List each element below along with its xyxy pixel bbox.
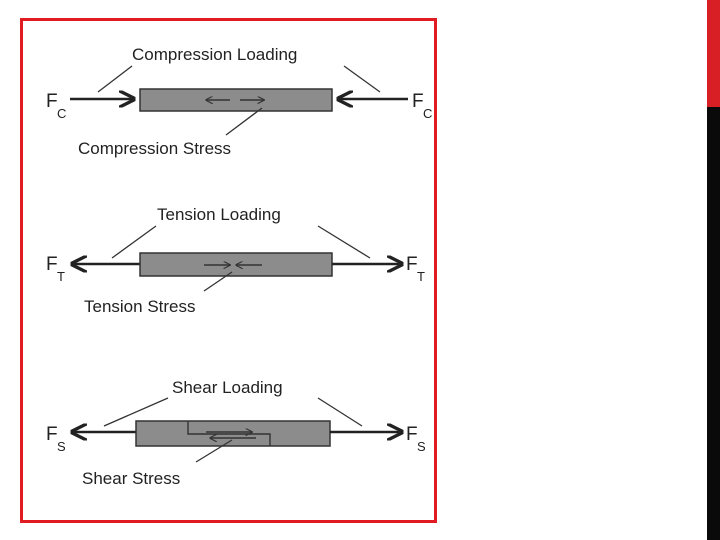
compression-force-left-label: F bbox=[46, 91, 58, 112]
compression-panel: Compression Loading F C F C Compression … bbox=[46, 45, 432, 158]
tension-loading-leader-right bbox=[317, 225, 371, 259]
tension-panel: Tension Loading F T F T Tension Stress bbox=[46, 205, 425, 316]
shear-slip-plane bbox=[187, 421, 271, 446]
compression-stress-label: Compression Stress bbox=[78, 139, 231, 158]
tension-force-left-label: F bbox=[46, 254, 58, 275]
compression-stress-leader bbox=[225, 107, 263, 136]
tension-force-right-subscript: T bbox=[417, 269, 425, 284]
shear-force-right-label: F bbox=[406, 424, 418, 445]
tension-loading-label: Tension Loading bbox=[157, 205, 281, 224]
compression-loading-leader-left bbox=[97, 65, 133, 93]
shear-loading-label: Shear Loading bbox=[172, 378, 283, 397]
shear-loading-leader-right bbox=[317, 397, 363, 427]
shear-panel: Shear Loading F S F S Shear Stress bbox=[46, 378, 426, 488]
shear-loading-leader-left bbox=[103, 397, 169, 427]
tension-force-right-label: F bbox=[406, 254, 418, 275]
compression-force-right-label: F bbox=[412, 91, 424, 112]
shear-stress-label: Shear Stress bbox=[82, 469, 180, 488]
compression-force-right-subscript: C bbox=[423, 106, 432, 121]
side-accent-black bbox=[707, 107, 720, 540]
shear-force-left-subscript: S bbox=[57, 439, 66, 454]
compression-loading-label: Compression Loading bbox=[132, 45, 297, 64]
side-accent-red bbox=[707, 0, 720, 107]
tension-loading-leader-left bbox=[111, 225, 157, 259]
compression-loading-leader-right bbox=[343, 65, 381, 93]
compression-bar bbox=[139, 88, 333, 112]
tension-stress-leader bbox=[203, 271, 233, 292]
shear-force-right-subscript: S bbox=[417, 439, 426, 454]
compression-force-left-subscript: C bbox=[57, 106, 66, 121]
shear-force-left-label: F bbox=[46, 424, 58, 445]
tension-stress-label: Tension Stress bbox=[84, 297, 196, 316]
tension-force-left-subscript: T bbox=[57, 269, 65, 284]
shear-stress-leader bbox=[195, 439, 233, 463]
